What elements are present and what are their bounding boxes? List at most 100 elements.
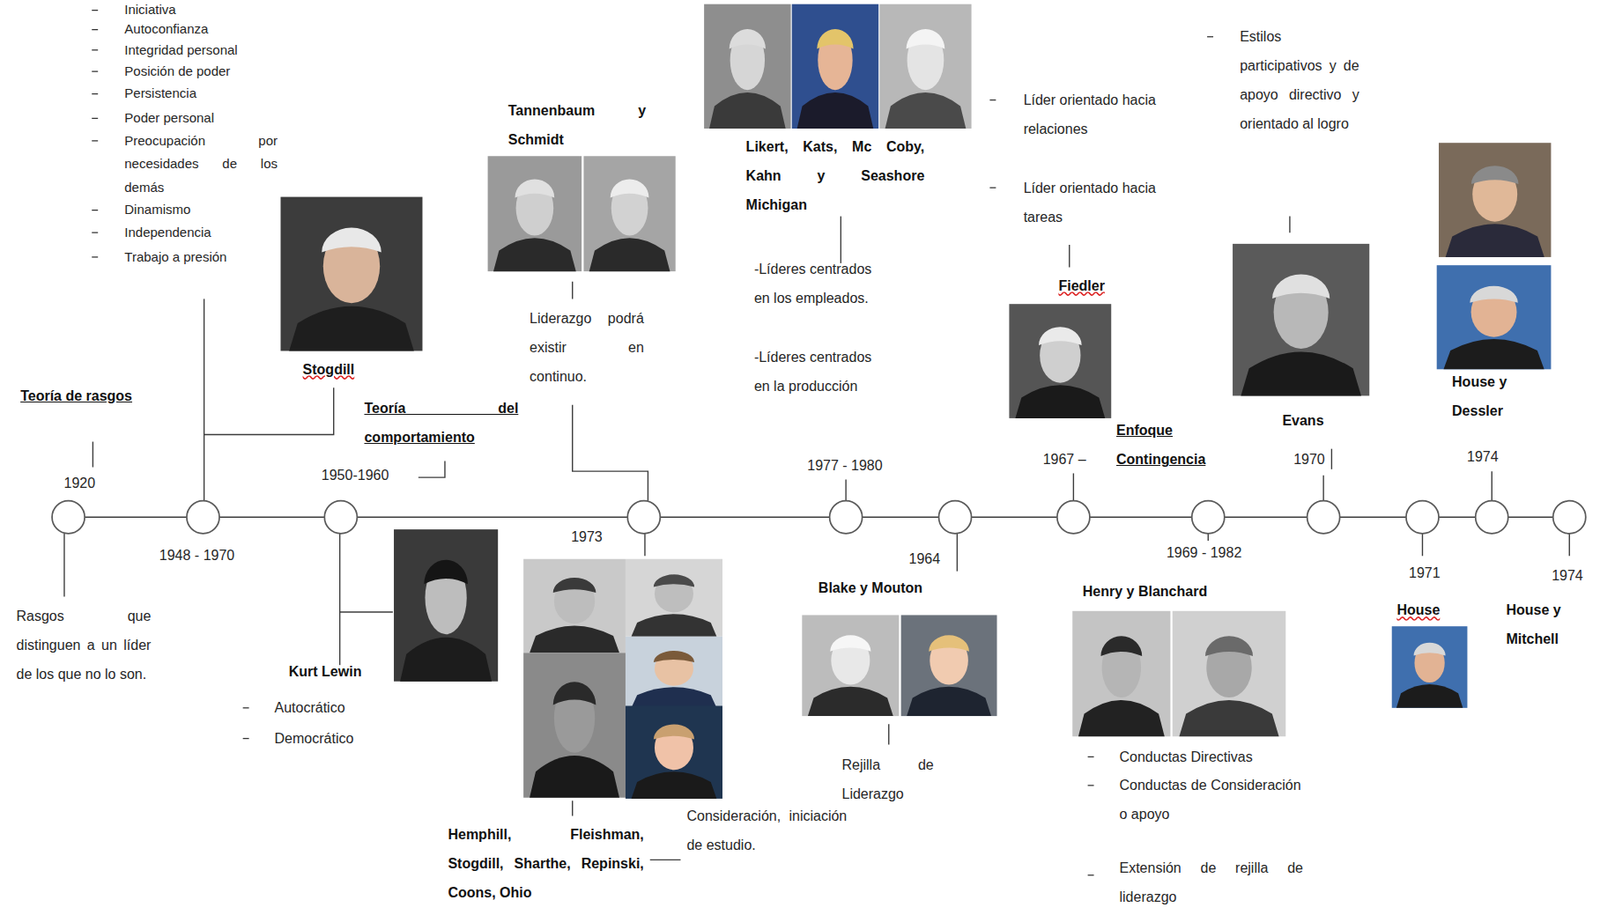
portrait-photo bbox=[523, 652, 626, 798]
photo-background bbox=[280, 197, 423, 352]
photo-hair bbox=[1038, 326, 1082, 346]
timeline-marker bbox=[829, 501, 863, 534]
photo-shoulders bbox=[529, 755, 620, 799]
bullet-dash bbox=[243, 707, 250, 709]
leader-line bbox=[63, 533, 65, 598]
year-label: 1950-1960 bbox=[321, 460, 419, 490]
theory-heading: Teoría del comportamiento bbox=[363, 393, 519, 452]
timeline-marker bbox=[1307, 501, 1341, 534]
photo-hair bbox=[829, 635, 871, 652]
leader-line bbox=[1569, 533, 1571, 556]
portrait-photo bbox=[1437, 265, 1552, 370]
photo-shoulders bbox=[631, 771, 718, 800]
portrait-photo bbox=[1232, 244, 1370, 397]
bullet-dash bbox=[91, 118, 98, 119]
author-name: Evans bbox=[1262, 406, 1345, 436]
portrait-photo bbox=[879, 4, 971, 129]
leader-line bbox=[1073, 473, 1075, 501]
leader-line bbox=[203, 298, 205, 501]
leader-line bbox=[1207, 533, 1209, 541]
photo-face bbox=[1414, 644, 1445, 683]
leader-line bbox=[644, 533, 645, 556]
portrait-photo bbox=[625, 637, 723, 709]
leader-line bbox=[1491, 471, 1493, 502]
description-text: Líder orientado hacia relaciones bbox=[1023, 85, 1162, 144]
photo-hair bbox=[928, 635, 970, 652]
description-text: Autocrático bbox=[274, 693, 398, 723]
portrait-photo bbox=[1172, 611, 1287, 737]
photo-hair bbox=[1205, 636, 1253, 657]
timeline-marker bbox=[1553, 501, 1586, 534]
description-text: Democrático bbox=[274, 724, 398, 754]
bullet-dash bbox=[91, 256, 98, 258]
photo-background bbox=[625, 637, 723, 709]
photo-shoulders bbox=[288, 306, 415, 352]
leader-line bbox=[888, 724, 889, 745]
photo-shoulders bbox=[797, 92, 875, 129]
photo-hair bbox=[1469, 286, 1518, 304]
photo-shoulders bbox=[807, 687, 894, 717]
author-name: Stogdill bbox=[272, 355, 385, 385]
leader-line bbox=[339, 533, 341, 666]
photo-hair bbox=[1272, 274, 1330, 299]
year-label: 1971 bbox=[1393, 558, 1455, 588]
trait-item: Preocupación por necesidades de los demá… bbox=[124, 129, 278, 200]
portrait-photo bbox=[801, 614, 899, 717]
timeline-marker bbox=[1192, 501, 1225, 534]
theory-heading: Teoría de rasgos bbox=[20, 381, 141, 411]
leader-line bbox=[1422, 533, 1423, 556]
photo-background bbox=[523, 652, 626, 798]
bullet-dash bbox=[91, 70, 98, 72]
portrait-photo bbox=[901, 614, 998, 717]
portrait-photo bbox=[1072, 611, 1171, 737]
timeline-marker bbox=[627, 501, 660, 534]
photo-background bbox=[901, 614, 998, 717]
leader-line bbox=[572, 405, 649, 502]
bullet-dash bbox=[91, 140, 98, 141]
leader-line bbox=[844, 479, 846, 501]
leader-line bbox=[204, 387, 334, 435]
year-label: 1948 - 1970 bbox=[135, 540, 259, 571]
timeline-marker bbox=[1057, 501, 1090, 534]
leader-line bbox=[340, 611, 393, 613]
timeline-marker bbox=[939, 501, 972, 534]
trait-item: Posición de poder bbox=[124, 59, 278, 84]
photo-background bbox=[393, 529, 498, 682]
portrait-photo bbox=[792, 4, 879, 129]
year-label: 1964 bbox=[894, 544, 956, 574]
year-label: 1973 bbox=[555, 522, 617, 552]
timeline-markers bbox=[51, 501, 1586, 534]
portrait-photo bbox=[393, 529, 498, 682]
photo-background bbox=[1392, 626, 1468, 709]
author-name: House y Mitchell bbox=[1505, 595, 1588, 654]
photo-hair bbox=[653, 725, 695, 741]
portrait-photo bbox=[583, 155, 675, 272]
bullets bbox=[91, 10, 1214, 876]
description-text: -Líderes centrados en los empleados. bbox=[754, 254, 879, 313]
photo-background bbox=[1172, 611, 1287, 737]
description-text: Conductas de Consideración o apoyo bbox=[1119, 770, 1302, 830]
timeline-marker bbox=[324, 501, 357, 534]
photo-background bbox=[625, 559, 723, 638]
bullet-dash bbox=[1088, 756, 1095, 758]
description-text: Estilos participativos y de apoyo direct… bbox=[1239, 22, 1360, 139]
photo-background bbox=[703, 4, 791, 129]
photo-hair bbox=[816, 29, 853, 50]
trait-item: Persistencia bbox=[124, 81, 278, 106]
leader-line bbox=[1068, 244, 1070, 267]
description-text: Extensión de rejilla de liderazgo bbox=[1119, 853, 1304, 912]
portrait-photo bbox=[523, 559, 626, 654]
photo-hair bbox=[653, 574, 695, 587]
photo-shoulders bbox=[400, 637, 492, 682]
photo-background bbox=[1437, 265, 1552, 370]
photo-background bbox=[801, 614, 899, 717]
author-name: House bbox=[1377, 595, 1460, 625]
year-label: 1967 – bbox=[1043, 444, 1115, 475]
photo-background bbox=[625, 706, 723, 800]
portrait-photo bbox=[488, 155, 583, 272]
photo-hair bbox=[610, 178, 650, 198]
leader-line bbox=[956, 533, 958, 572]
photo-shoulders bbox=[885, 92, 967, 129]
portrait-photo bbox=[703, 4, 791, 129]
